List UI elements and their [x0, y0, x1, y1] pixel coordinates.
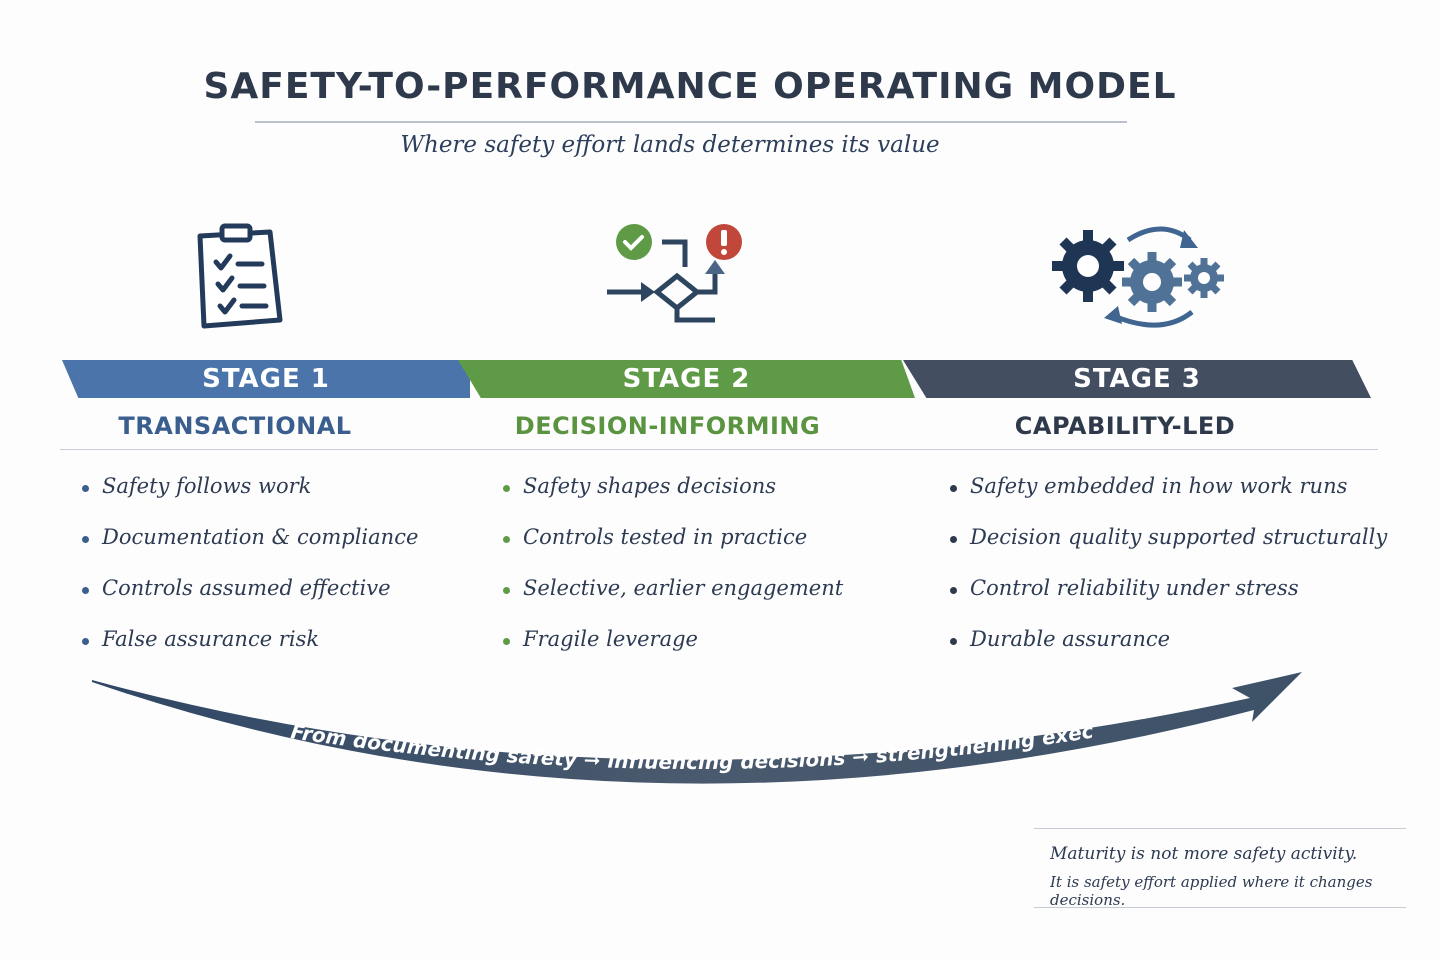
bullet-item: Controls assumed effective	[82, 576, 418, 627]
bullet-item: Durable assurance	[950, 627, 1387, 678]
gears-cycle-icon	[1052, 226, 1224, 328]
stage-3-name: CAPABILITY-LED	[1014, 412, 1236, 440]
bullet-item: Decision quality supported structurally	[950, 525, 1387, 576]
bullet-item: Selective, earlier engagement	[503, 576, 843, 627]
bullet-item: Control reliability under stress	[950, 576, 1387, 627]
bullet-item: Documentation & compliance	[82, 525, 418, 576]
bullet-item: False assurance risk	[82, 627, 418, 678]
progression-step-2: influencing decisions	[607, 746, 846, 774]
bullet-item: Safety follows work	[82, 474, 418, 525]
stage-3-banner: STAGE 3	[903, 360, 1371, 398]
stage-2-banner: STAGE 2	[458, 360, 915, 398]
bullet-item: Safety embedded in how work runs	[950, 474, 1387, 525]
stage-3-bullets: Safety embedded in how work runs Decisio…	[950, 474, 1387, 678]
arrow-right-icon: ➞	[851, 744, 876, 770]
stage-1-banner: STAGE 1	[62, 360, 470, 398]
bullet-item: Fragile leverage	[503, 627, 843, 678]
stage-2-bullets: Safety shapes decisions Controls tested …	[503, 474, 843, 678]
stage-1-name: TRANSACTIONAL	[118, 412, 352, 440]
subtitle: Where safety effort lands determines its…	[400, 132, 940, 158]
page-title: SAFETY-TO-PERFORMANCE OPERATING MODEL	[203, 66, 1177, 107]
note-line-2: It is safety effort applied where it cha…	[1050, 873, 1373, 909]
clipboard-checklist-icon	[197, 223, 283, 329]
progression-step-3: strengthening execution	[0, 0, 1095, 768]
svg-text:From documenting safety: From documenting safety ➞ influencing de…	[0, 0, 1095, 774]
title-divider	[255, 121, 1127, 123]
decision-flow-icon	[607, 224, 742, 323]
note-line-1: Maturity is not more safety activity.	[1050, 844, 1358, 864]
maturity-note: Maturity is not more safety activity. It…	[1034, 828, 1406, 909]
bullet-item: Safety shapes decisions	[503, 474, 843, 525]
bullet-item: Controls tested in practice	[503, 525, 843, 576]
stage-divider	[60, 449, 1378, 450]
stage-2-name: DECISION-INFORMING	[514, 412, 821, 440]
arrow-right-icon: ➞	[583, 748, 608, 773]
stage-1-bullets: Safety follows work Documentation & comp…	[82, 474, 418, 678]
